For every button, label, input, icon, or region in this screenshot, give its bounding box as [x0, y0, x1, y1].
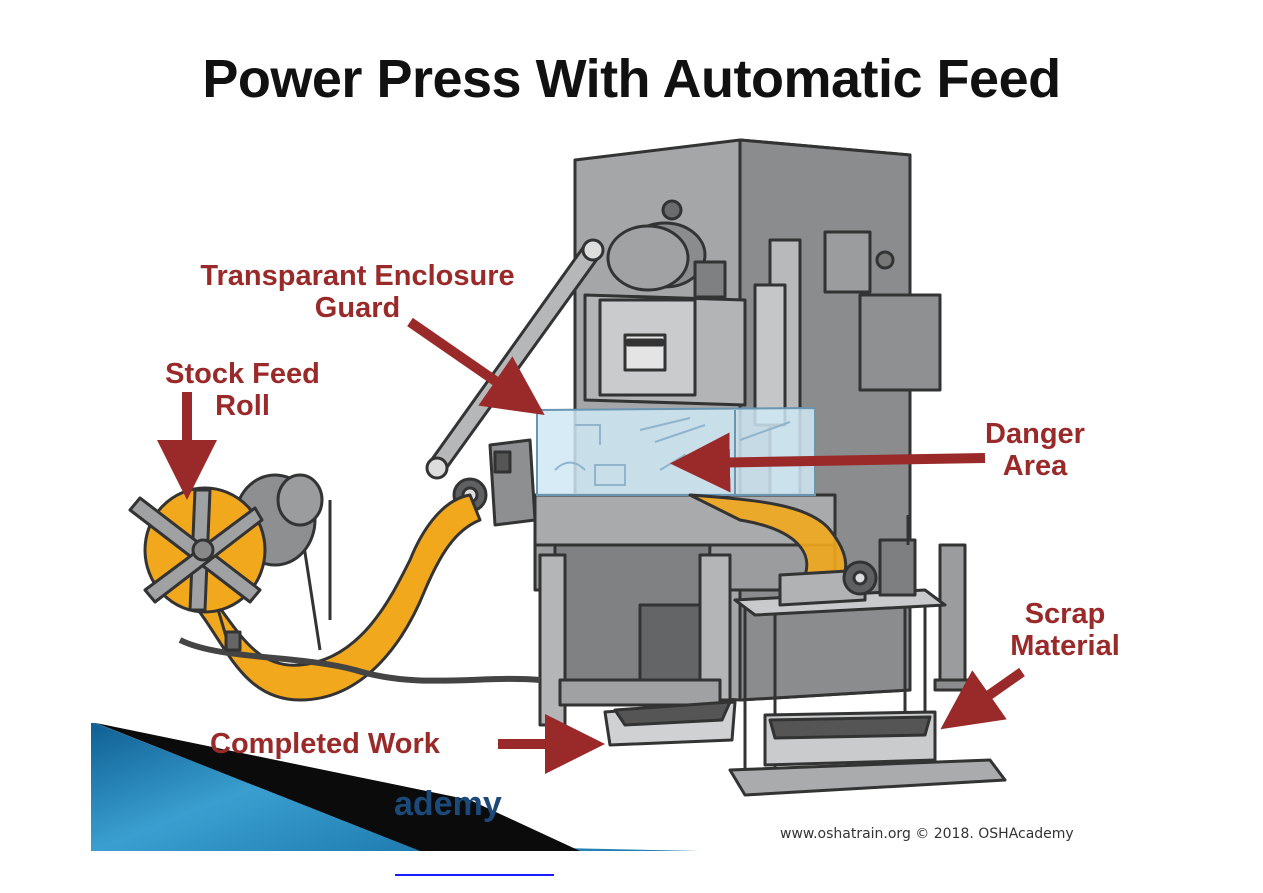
danger-arrow	[670, 432, 986, 493]
label-danger-line1: Danger	[985, 418, 1085, 450]
slide-title: Power Press With Automatic Feed	[202, 49, 1061, 109]
watermark-logo-text: ademy	[394, 785, 502, 823]
transparent-guard	[536, 406, 816, 496]
label-stock-line2: Roll	[215, 390, 270, 422]
label-scrap-line1: Scrap	[1024, 598, 1106, 630]
label-danger-line2: Area	[1002, 450, 1068, 482]
feed-strip	[173, 493, 848, 702]
label-completed-work: Completed Work	[210, 728, 440, 760]
stock-feed-roll	[128, 473, 541, 684]
completed-work-tray	[603, 700, 737, 747]
scrap-stand	[728, 515, 1007, 797]
hyperlink-underline[interactable]	[395, 874, 554, 876]
label-enclosure-line2: Guard	[314, 292, 401, 324]
label-stock-feed-roll: Stock Feed Roll	[135, 358, 350, 422]
label-scrap-line2: Material	[1010, 630, 1120, 662]
scrap-arrow	[940, 667, 1025, 730]
copyright-credit: www.oshatrain.org © 2018. OSHAcademy	[780, 826, 1074, 842]
label-scrap-material: Scrap Material	[990, 598, 1140, 662]
label-enclosure-line1: Transparant Enclosure	[200, 260, 515, 292]
label-enclosure-guard: Transparant Enclosure Guard	[160, 260, 555, 324]
label-stock-line1: Stock Feed	[165, 358, 320, 390]
slide-banner	[91, 723, 700, 851]
enclosure-arrow	[407, 317, 545, 416]
label-danger-area: Danger Area	[960, 418, 1110, 482]
